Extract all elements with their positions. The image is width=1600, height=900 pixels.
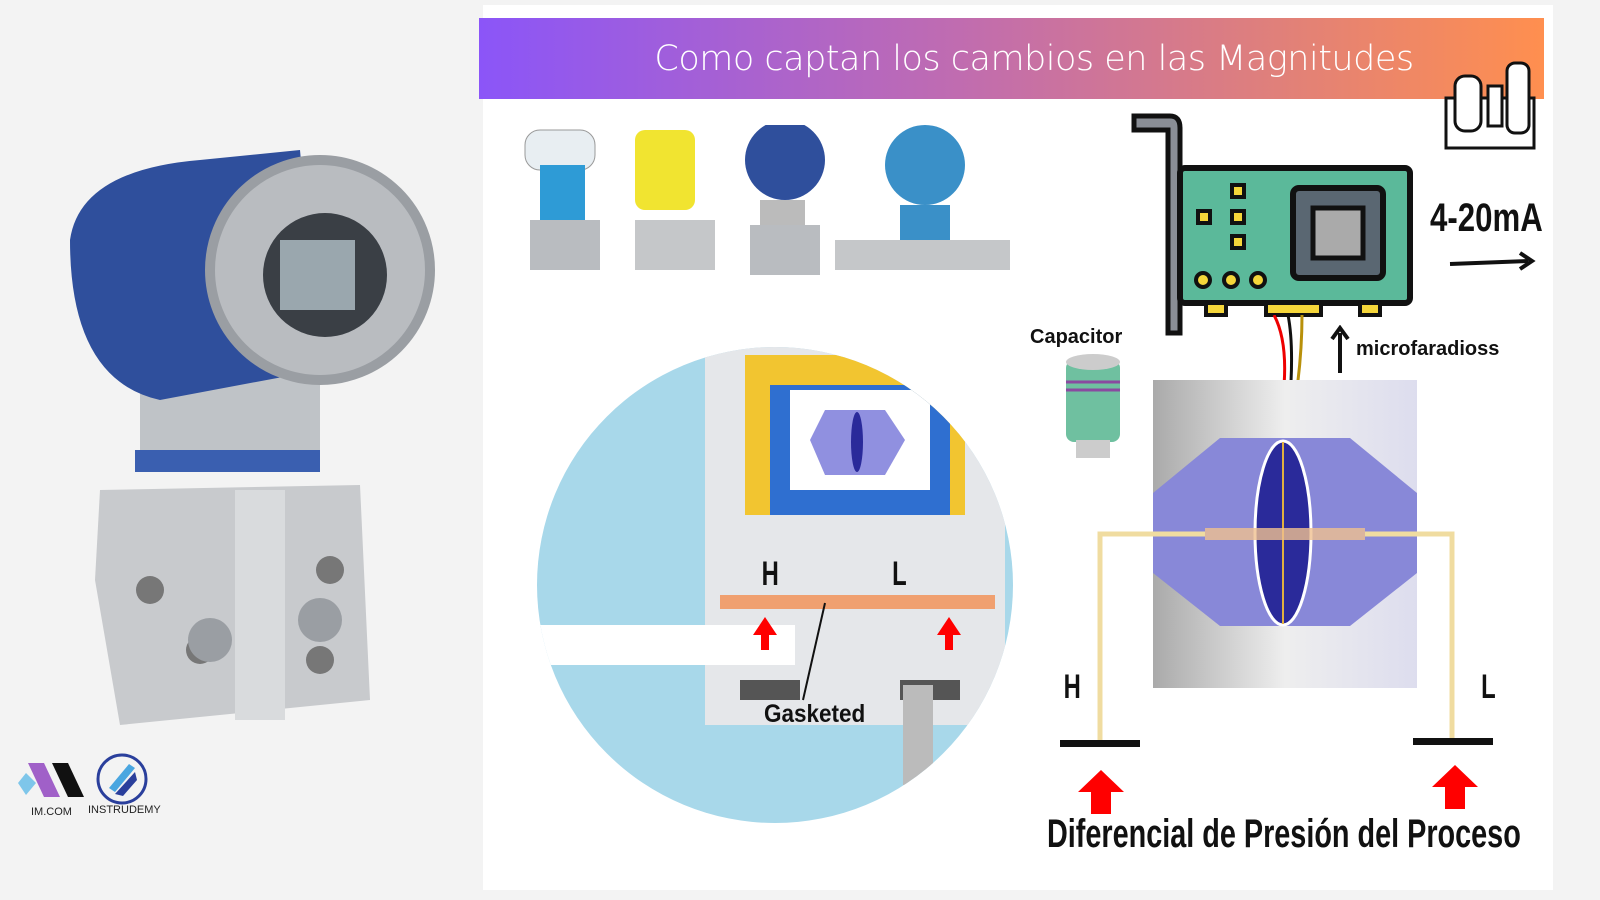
title-banner: Como captan los cambios en las Magnitude…	[479, 18, 1544, 99]
label-h-cutaway: H	[761, 555, 779, 593]
page-title: Como captan los cambios en las Magnitude…	[654, 38, 1414, 79]
process-pressure-caption: Diferencial de Presión del Proceso	[1047, 812, 1521, 856]
red-arrow-up-l-icon	[1432, 765, 1478, 809]
high-pressure-plate	[1060, 740, 1140, 747]
instrudemy-logo-text: INSTRUDEMY	[88, 804, 161, 816]
im-logo-icon	[18, 763, 84, 797]
gasketed-label: Gasketed	[764, 700, 866, 728]
red-arrow-up-h-icon	[1078, 770, 1124, 814]
label-h-process: H	[1063, 668, 1081, 706]
differential-sensor-diagram	[1097, 380, 1455, 743]
red-arrow-h	[753, 617, 777, 650]
low-pressure-plate	[1413, 738, 1493, 745]
industrial-plant-icon	[1444, 61, 1536, 150]
im-logo-text: IM.COM	[31, 806, 72, 818]
red-arrow-l	[937, 617, 961, 650]
sensor-cutaway-diagram	[537, 347, 1013, 823]
transmitter-products-image	[524, 125, 1010, 275]
capacitor-icon	[1066, 354, 1120, 458]
up-arrow-icon	[1330, 325, 1350, 373]
capacitor-label: Capacitor	[1030, 326, 1123, 348]
label-l-process: L	[1481, 668, 1496, 706]
instrudemy-logo-icon	[96, 753, 148, 805]
circuit-board-icon	[1131, 113, 1413, 336]
output-signal-label: 4-20mA	[1430, 196, 1543, 240]
microfarads-label: microfaradioss	[1356, 338, 1500, 360]
label-l-cutaway: L	[892, 555, 907, 593]
pressure-transmitter-image	[70, 150, 435, 725]
output-arrow-icon	[1449, 251, 1536, 271]
